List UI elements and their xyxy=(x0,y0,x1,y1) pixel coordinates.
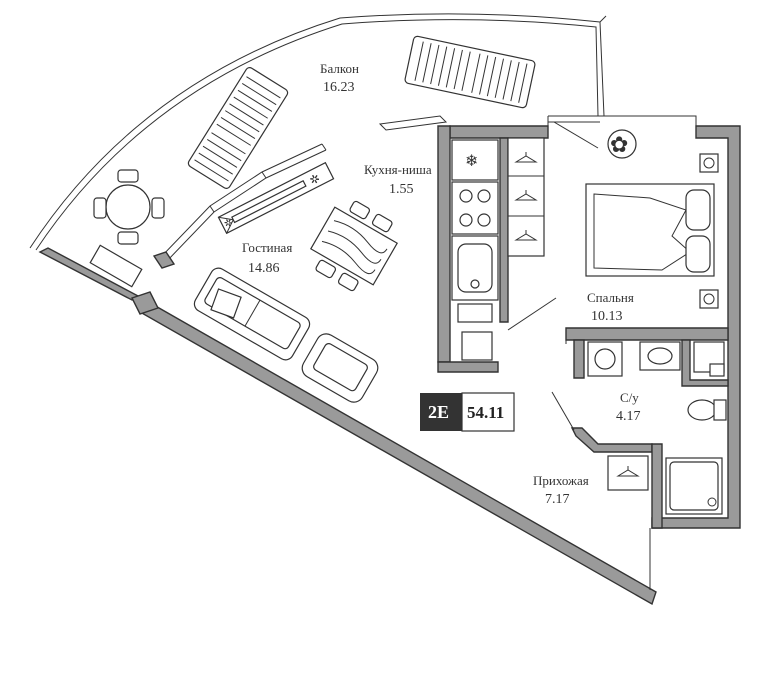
potted-plant: ✿ xyxy=(607,129,637,159)
badge-area-bg xyxy=(461,392,515,432)
hallway-wardrobe xyxy=(607,455,649,491)
badge-type-bg xyxy=(420,393,462,431)
balcony-name: Балкон xyxy=(320,61,359,76)
round-table-balcony xyxy=(93,169,165,245)
outer-walls xyxy=(131,125,741,606)
bathroom-area: 4.17 xyxy=(616,409,641,424)
kitchen-unit: ❄ xyxy=(451,139,557,361)
hallway-name: Прихожая xyxy=(533,473,589,488)
kitchen-area: 1.55 xyxy=(389,182,414,197)
apartment-type: 2E xyxy=(428,402,449,422)
bathroom-fixtures xyxy=(587,341,727,421)
kitchen-name: Кухня-ниша xyxy=(364,162,432,177)
hallway-area: 7.17 xyxy=(545,492,570,507)
bathroom-name: С/у xyxy=(620,390,639,405)
apartment-badge: 2E 54.11 xyxy=(420,392,515,432)
living-area: 14.86 xyxy=(248,261,280,276)
window-planter: ✲ ✲ xyxy=(217,161,335,235)
shower xyxy=(665,457,723,515)
living-name: Гостиная xyxy=(242,240,292,255)
sun-lounger-left xyxy=(187,67,289,189)
svg-text:✿: ✿ xyxy=(610,133,628,158)
bedroom-name: Спальня xyxy=(587,290,634,305)
dining-table xyxy=(310,200,398,292)
balcony-bench xyxy=(89,244,143,288)
bedroom-area: 10.13 xyxy=(591,309,623,324)
bed xyxy=(585,153,719,309)
freezer-icon: ❄ xyxy=(465,151,478,170)
total-area: 54.11 xyxy=(467,403,504,422)
armchair xyxy=(301,333,379,403)
wardrobe-kitchen xyxy=(507,137,545,257)
door-lines xyxy=(551,328,651,590)
sofa xyxy=(193,267,311,361)
balcony-area: 16.23 xyxy=(323,80,355,95)
sun-lounger-right xyxy=(404,35,536,109)
balcony-glazing xyxy=(152,115,697,269)
